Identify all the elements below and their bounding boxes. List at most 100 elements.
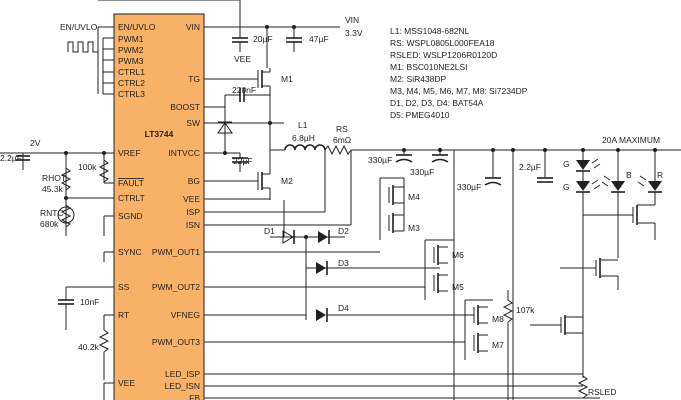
fault-pullup: 100k [78, 162, 97, 172]
l1-value: 6.8µH [292, 133, 315, 143]
pin-vee-right: VEE [183, 194, 200, 204]
led-string: G G B R [563, 158, 663, 378]
vin-value: 3.3V [345, 28, 363, 38]
led-b-label: B [626, 170, 632, 180]
bom-line-2: RS: WSPL0805L000FEA18 [390, 38, 495, 48]
pin-pwm-out1: PWM_OUT1 [152, 247, 200, 257]
rsled: RSLED [577, 375, 616, 399]
led-g1-label: G [563, 159, 570, 169]
pin-intvcc: INTVCC [168, 148, 200, 158]
resistor-107k: 107k [502, 290, 535, 400]
bom-line-4: M1: BSC010NE2LSI [390, 62, 467, 72]
out-cap4: 2.2µF [519, 162, 541, 172]
ic-name: LT3744 [145, 129, 174, 139]
ic-body [113, 13, 205, 400]
pin-vfneg: VFNEG [171, 310, 200, 320]
pwm-waveform [67, 41, 98, 53]
m1-label: M1 [281, 74, 293, 84]
en-uvlo-net-label: EN/UVLO [60, 22, 98, 32]
rs-label: RS [336, 124, 348, 134]
pin-sw: SW [186, 118, 200, 128]
rhot-value: 45.3k [42, 184, 64, 194]
pin-sync: SYNC [118, 247, 142, 257]
bom-list: L1: MSS1048-682NL RS: WSPL0805L000FEA18 … [390, 26, 528, 120]
led-r-label: R [657, 170, 663, 180]
bom-line-5: M2: SiR438DP [390, 74, 447, 84]
output-rail: 20A MAXIMUM 330µF 330µF 330µF 2.2µF [368, 135, 681, 400]
pin-vref: VREF [118, 148, 141, 158]
rntc-value: 680k [40, 219, 59, 229]
led-g2: G [563, 179, 601, 193]
pin-boost: BOOST [170, 102, 200, 112]
pin-pwm-out2: PWM_OUT2 [152, 282, 200, 292]
led-shunt-fets [530, 204, 656, 335]
d3-label: D3 [338, 258, 349, 268]
bom-line-1: L1: MSS1048-682NL [390, 26, 470, 36]
led-g2-label: G [563, 182, 570, 192]
pin-vin: VIN [186, 22, 200, 32]
led-b: B [601, 170, 632, 193]
right-pin-labels: VIN TG BOOST SW INTVCC BG VEE ISP ISN PW… [152, 22, 200, 400]
pin-en-uvlo: EN/UVLO [118, 22, 156, 32]
pin-bg: BG [188, 176, 200, 186]
boost-cap: 220nF [232, 85, 256, 95]
cin2-value: 47µF [309, 34, 329, 44]
m3-label: M3 [408, 223, 420, 233]
pin-ctrl2: CTRL2 [118, 78, 145, 88]
d2-label: D2 [338, 226, 349, 236]
pin-ctrlt: CTRLT [118, 193, 145, 203]
out-cap1: 330µF [368, 155, 392, 165]
rhot-label: RHOT [42, 173, 66, 183]
pin-ss: SS [118, 282, 130, 292]
led-r: R [637, 170, 663, 193]
left-pin-labels: EN/UVLO PWM1 PWM2 PWM3 CTRL1 CTRL2 CTRL3… [118, 22, 156, 388]
mosfet-m2: M2 [204, 123, 293, 200]
rsled-label: RSLED [588, 387, 616, 397]
left-wiring: EN/UVLO 2V 2.2µF 100k RHOT 45.3k RNTC 68 [0, 22, 114, 400]
led-g1: G [563, 158, 601, 172]
pin-led-isp: LED_ISP [165, 369, 200, 379]
m8-label: M8 [492, 314, 504, 324]
pin-pwm1: PWM1 [118, 34, 144, 44]
rt-resistor: 40.2k [78, 342, 100, 352]
pin-ctrl1: CTRL1 [118, 67, 145, 77]
bom-line-8: D5: PMEG4010 [390, 110, 450, 120]
m2-label: M2 [281, 176, 293, 186]
bom-line-6: M3, M4, M5, M6, M7, M8: Si7234DP [390, 86, 528, 96]
pin-fault: FAULT [118, 178, 144, 188]
d1-label: D1 [264, 226, 275, 236]
bootstrap-network: 220nF 22µF [204, 85, 284, 172]
cin1-value: 20µF [253, 34, 273, 44]
pin-isn: ISN [186, 220, 200, 230]
pin-sgnd: SGND [118, 211, 143, 221]
d4-label: D4 [338, 303, 349, 313]
mosfet-m1: M1 [204, 68, 293, 118]
rs-value: 6mΩ [333, 135, 351, 145]
m5-label: M5 [452, 282, 464, 292]
out-cap3: 330µF [457, 182, 481, 192]
pin-rt: RT [118, 310, 129, 320]
l1-label: L1 [298, 120, 308, 130]
vref-voltage: 2V [30, 138, 41, 148]
pin-tg: TG [188, 74, 200, 84]
pin-isp: ISP [186, 207, 200, 217]
bom-line-7: D1, D2, D3, D4: BAT54A [390, 98, 484, 108]
pin-led-isn: LED_ISN [165, 381, 200, 391]
pin-fb: FB [189, 393, 200, 400]
m7-label: M7 [492, 340, 504, 350]
pwm-out-network: D1 D2 D3 D4 [204, 200, 600, 399]
max-current: 20A MAXIMUM [602, 135, 660, 145]
out-cap2: 330µF [410, 167, 434, 177]
pin-pwm3: PWM3 [118, 56, 144, 66]
m6-label: M6 [452, 250, 464, 260]
vref-cap: 2.2µF [0, 153, 22, 163]
switch-fets: M4 M3 M6 M5 M8 M7 [379, 177, 504, 360]
pin-pwm2: PWM2 [118, 45, 144, 55]
sense-resistor: RS 6mΩ [204, 124, 380, 226]
r107-value: 107k [516, 305, 535, 315]
pin-ctrl3: CTRL3 [118, 89, 145, 99]
m4-label: M4 [408, 192, 420, 202]
input-supply: VIN 3.3V 20µF VEE 47µF [98, 0, 363, 68]
diode-d3: D3 [316, 258, 349, 275]
